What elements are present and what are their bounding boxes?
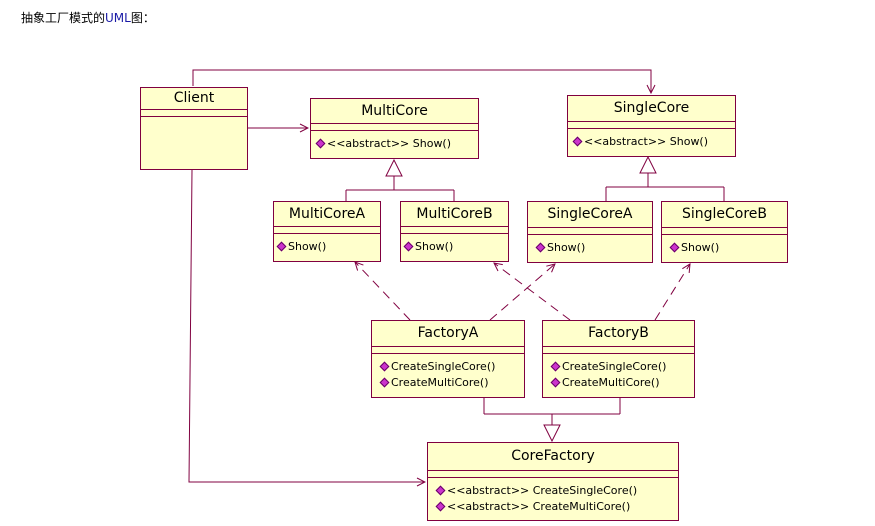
operation-icon [550, 361, 561, 372]
operation-text: <<abstract>> Show() [327, 137, 452, 150]
class-singlecore-b: SingleCoreB Show() [661, 201, 788, 263]
attribute-compartment [528, 228, 652, 235]
operation-compartment: Show() [528, 235, 652, 256]
class-name: MultiCore [311, 99, 478, 124]
attribute-compartment [141, 110, 247, 117]
operation: CreateSingleCore() [379, 359, 524, 375]
operation-icon [435, 501, 446, 512]
class-singlecore: SingleCore <<abstract>> Show() [567, 95, 736, 157]
operation-compartment: CreateSingleCore() CreateMultiCore() [543, 354, 694, 391]
operation-text: <<abstract>> CreateSingleCore() [447, 484, 638, 497]
operation-compartment: Show() [401, 234, 508, 255]
dep-factoryb-multicoreb [494, 263, 571, 321]
class-multicore: MultiCore <<abstract>> Show() [310, 98, 479, 159]
dep-factorya-singlecorea [489, 264, 555, 321]
attribute-compartment [568, 122, 735, 129]
class-name: FactoryB [543, 321, 694, 347]
assoc-client-corefactory [188, 169, 425, 482]
class-singlecore-a: SingleCoreA Show() [527, 201, 653, 263]
operation-icon [403, 241, 414, 252]
operation-text: CreateSingleCore() [562, 360, 667, 373]
operation-text: CreateMultiCore() [391, 376, 489, 389]
class-name: SingleCoreA [528, 202, 652, 228]
operation-icon [379, 361, 390, 372]
class-client: Client [140, 87, 248, 170]
operation: <<abstract>> Show() [572, 134, 735, 150]
class-name: SingleCore [568, 96, 735, 122]
class-factory-b: FactoryB CreateSingleCore() CreateMultiC… [542, 320, 695, 398]
dep-factorya-multicorea [355, 262, 411, 321]
attribute-compartment [543, 347, 694, 354]
operation: <<abstract>> Show() [315, 136, 478, 152]
class-name: CoreFactory [428, 443, 678, 471]
operation: Show() [276, 239, 380, 255]
operation-icon [379, 377, 390, 388]
operation-text: Show() [415, 240, 454, 253]
class-name: MultiCoreB [401, 202, 508, 227]
operation-text: CreateMultiCore() [562, 376, 660, 389]
operation-text: Show() [288, 240, 327, 253]
operation: CreateSingleCore() [550, 359, 694, 375]
operation-icon [535, 242, 546, 253]
attribute-compartment [311, 124, 478, 131]
attribute-compartment [428, 471, 678, 478]
operation: <<abstract>> CreateSingleCore() [435, 483, 678, 499]
operation: Show() [403, 239, 508, 255]
operation: Show() [535, 240, 652, 256]
assoc-client-singlecore [192, 69, 651, 93]
operation: CreateMultiCore() [379, 375, 524, 391]
operation-icon [669, 242, 680, 253]
operation-text: Show() [547, 241, 586, 254]
operation-icon [550, 377, 561, 388]
operation-text: <<abstract>> CreateMultiCore() [447, 500, 631, 513]
operation-compartment: <<abstract>> Show() [568, 129, 735, 150]
attribute-compartment [274, 227, 380, 234]
operation-compartment: <<abstract>> CreateSingleCore() <<abstra… [428, 478, 678, 515]
caption-prefix: 抽象工厂模式的 [21, 11, 106, 25]
operation: Show() [669, 240, 787, 256]
attribute-compartment [401, 227, 508, 234]
operation-text: Show() [681, 241, 720, 254]
operation: <<abstract>> CreateMultiCore() [435, 499, 678, 515]
caption-suffix: 图： [130, 11, 155, 25]
gen-multicore [345, 158, 455, 202]
class-multicore-b: MultiCoreB Show() [400, 201, 509, 262]
caption-uml: UML [105, 11, 131, 25]
class-name: Client [141, 88, 247, 110]
gen-corefactory [483, 398, 621, 443]
class-multicore-a: MultiCoreA Show() [273, 201, 381, 262]
attribute-compartment [372, 347, 524, 354]
operation-icon [435, 485, 446, 496]
class-name: FactoryA [372, 321, 524, 347]
operation-icon [315, 138, 326, 149]
class-factory-a: FactoryA CreateSingleCore() CreateMultiC… [371, 320, 525, 398]
operation-text: <<abstract>> Show() [584, 135, 709, 148]
gen-singlecore [605, 155, 725, 202]
operation: CreateMultiCore() [550, 375, 694, 391]
operation-text: CreateSingleCore() [391, 360, 496, 373]
operation-compartment: Show() [662, 235, 787, 256]
operation-icon [572, 136, 583, 147]
class-core-factory: CoreFactory <<abstract>> CreateSingleCor… [427, 442, 679, 521]
operation-compartment: <<abstract>> Show() [311, 131, 478, 152]
diagram-caption: 抽象工厂模式的UML图： [21, 9, 155, 26]
class-name: SingleCoreB [662, 202, 787, 228]
operation-compartment: CreateSingleCore() CreateMultiCore() [372, 354, 524, 391]
operation-compartment: Show() [274, 234, 380, 255]
attribute-compartment [662, 228, 787, 235]
dep-factoryb-singlecoreb [654, 264, 690, 321]
class-name: MultiCoreA [274, 202, 380, 227]
operation-icon [276, 241, 287, 252]
